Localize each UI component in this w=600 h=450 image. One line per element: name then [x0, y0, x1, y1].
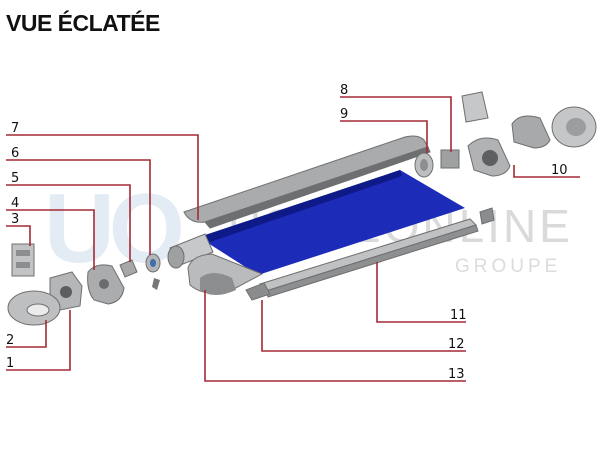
callout-5: 5	[11, 171, 19, 186]
callout-6: 6	[11, 146, 19, 161]
leader-13	[204, 290, 466, 382]
part-fabric	[200, 170, 465, 275]
callout-13: 13	[448, 367, 465, 382]
part-13-bottom-profile	[187, 253, 264, 295]
part-6-adapter	[145, 253, 161, 290]
page-title: VUE ÉCLATÉE	[6, 10, 160, 36]
leader-3	[6, 225, 31, 246]
part-4-side-plate	[87, 264, 125, 305]
leader-4	[6, 209, 95, 270]
callout-9: 9	[340, 107, 348, 122]
callout-1: 1	[6, 356, 14, 371]
part-3-wall-bracket	[11, 243, 35, 277]
leader-7	[6, 134, 199, 220]
part-12-bar-end-cap	[245, 207, 495, 301]
watermark-logo: UO	[44, 173, 182, 283]
watermark-sub: GROUPE	[455, 256, 561, 277]
leader-12	[261, 300, 466, 352]
leader-2	[6, 320, 47, 348]
callout-11: 11	[450, 308, 467, 323]
callout-7: 7	[11, 121, 19, 136]
part-10-motor-cap	[467, 106, 597, 177]
callout-3: 3	[11, 212, 19, 227]
part-2-end-cover	[7, 290, 61, 326]
callout-8: 8	[340, 83, 348, 98]
callout-12: 12	[448, 337, 465, 352]
leader-10	[513, 165, 580, 178]
leader-lines	[6, 96, 580, 382]
leader-5	[6, 184, 131, 262]
callout-4: 4	[11, 196, 19, 211]
leader-1	[6, 310, 71, 371]
part-7-top-cover	[183, 135, 431, 229]
leader-6	[6, 159, 151, 255]
part-roller-tube	[167, 233, 214, 269]
callout-2: 2	[6, 333, 14, 348]
leader-11	[376, 262, 466, 323]
part-8-drive-unit	[440, 91, 489, 169]
part-5-small-bracket	[119, 259, 138, 278]
callout-10: 10	[551, 163, 568, 178]
leader-8	[340, 96, 452, 152]
leader-9	[340, 120, 428, 153]
callout-labels: 1 2 3 4 5 6 7 8 9 10 11 12 13	[6, 83, 568, 382]
part-9-ring	[414, 152, 434, 178]
